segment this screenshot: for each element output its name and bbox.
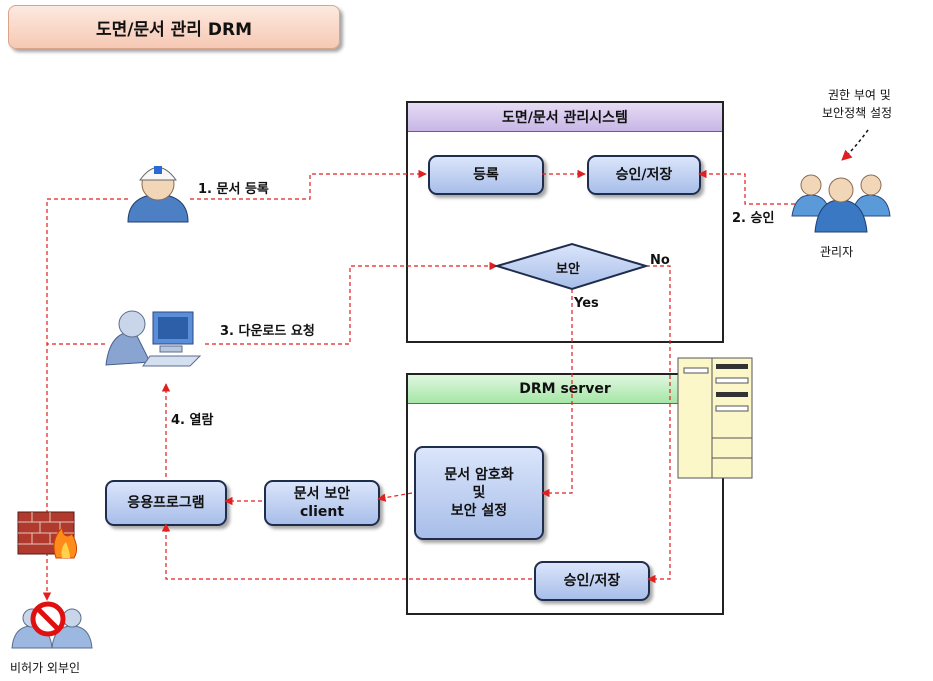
arrow-blocked [42,198,128,601]
admin-note-arrow [841,129,869,161]
admin-label: 관리자 [820,245,854,259]
arrow-download-request [205,261,498,345]
encrypt-line1: 문서 암호화 [444,467,514,483]
arrow-store-app [161,523,532,580]
system-panel-title: 도면/문서 관리시스템 [408,103,722,132]
arrow-register [190,169,427,200]
admin-note-line2: 보안정책 설정 [822,106,893,120]
admin-group-icon [791,174,891,233]
system-panel: 도면/문서 관리시스템 [406,101,724,343]
register-node[interactable]: 등록 [428,155,544,195]
yes-label: Yes [574,296,599,311]
encrypt-line2: 및 [472,485,486,501]
client-line2: client [299,504,345,520]
drm-panel-title: DRM server [408,375,722,404]
no-label: No [650,253,670,268]
drm-panel: DRM server [406,373,724,615]
admin-note-line1: 권한 부여 및 [828,88,891,102]
step-3-label: 3. 다운로드 요청 [220,324,315,339]
outsider-label: 비허가 외부인 [10,661,81,675]
blocked-user-icon [11,601,93,649]
arrow-encrypt-client [377,492,413,502]
step-2-label: 2. 승인 [732,211,775,226]
worker-icon [127,166,189,223]
doc-security-client-node[interactable]: 문서 보안 client [264,480,380,526]
computer-user-icon [105,310,202,367]
arrow-admin-approve [698,169,795,205]
encrypt-line3: 보안 설정 [450,503,508,519]
arrow-yes-encrypt [541,289,573,498]
arrow-no-store [646,265,671,584]
step-1-label: 1. 문서 등록 [198,182,269,197]
security-decision-diamond [493,242,650,291]
firewall-icon [17,511,78,559]
page-title: 도면/문서 관리 DRM [8,5,340,49]
application-node[interactable]: 응용프로그램 [105,480,227,526]
approve-store-node[interactable]: 승인/저장 [587,155,701,195]
security-decision-label: 보안 [556,262,580,277]
server-rack-icon [677,357,753,479]
encrypt-node[interactable]: 문서 암호화 및 보안 설정 [414,446,544,540]
step-4-label: 4. 열람 [171,413,214,428]
client-line1: 문서 보안 [293,486,351,502]
